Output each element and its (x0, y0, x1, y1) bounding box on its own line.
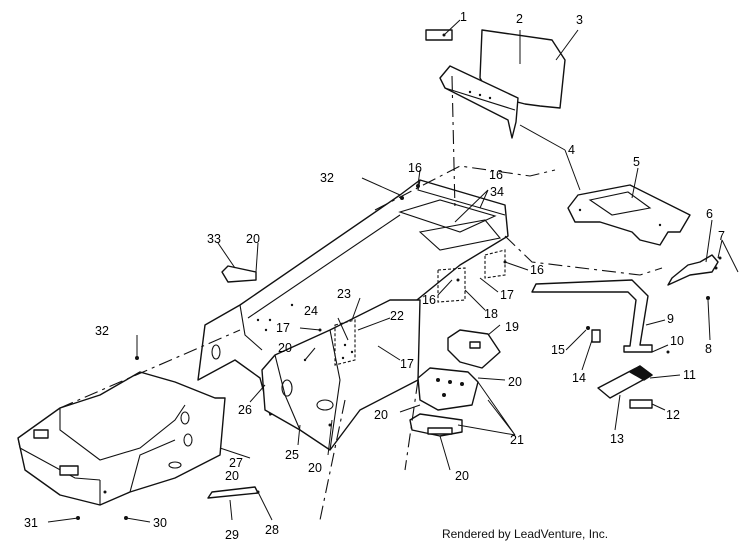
plate-part-1 (425, 29, 453, 41)
callout-17-b: 17 (276, 321, 290, 335)
callout-28: 28 (265, 523, 279, 537)
clip-part-12 (629, 399, 653, 409)
callout-3: 3 (576, 13, 583, 27)
callout-16-b: 16 (530, 263, 544, 277)
pedal-plate-part-20 (417, 367, 479, 411)
hardware-part-7-8 (706, 256, 722, 300)
callout-6: 6 (706, 207, 713, 221)
callout-32-a: 32 (320, 171, 334, 185)
callout-20-d: 20 (374, 408, 388, 422)
callout-20-a: 20 (246, 232, 260, 246)
callout-19: 19 (505, 320, 519, 334)
callout-8: 8 (705, 342, 712, 356)
callout-20-c: 20 (508, 375, 522, 389)
left-frame-part-27 (17, 371, 226, 506)
callout-10: 10 (670, 334, 684, 348)
callout-20-f: 20 (308, 461, 322, 475)
callout-23: 23 (337, 287, 351, 301)
callout-24: 24 (304, 304, 318, 318)
callout-2: 2 (516, 12, 523, 26)
callout-33: 33 (207, 232, 221, 246)
weight-part-13 (597, 365, 653, 399)
bracket-part-21 (409, 413, 463, 437)
plate-part-33 (221, 265, 257, 283)
callout-1: 1 (460, 10, 467, 24)
callout-31: 31 (24, 516, 38, 530)
callout-21: 21 (510, 433, 524, 447)
callout-12: 12 (666, 408, 680, 422)
callout-20-b: 20 (278, 341, 292, 355)
callout-5: 5 (633, 155, 640, 169)
strap-part-29 (207, 486, 259, 499)
seat-pan-part-5 (567, 184, 691, 246)
callout-16-d: 16 (489, 168, 503, 182)
callout-17-c: 17 (400, 357, 414, 371)
callout-11: 11 (683, 368, 696, 382)
leader-lines (47, 19, 739, 523)
frame-center-dashed-section (334, 249, 506, 366)
bracket-part-19 (447, 329, 501, 369)
callout-29: 29 (225, 528, 239, 542)
callout-27: 27 (229, 456, 243, 470)
callout-30: 30 (153, 516, 167, 530)
bracket-part-4 (439, 65, 519, 139)
callout-34: 34 (490, 185, 504, 199)
callout-32-b: 32 (95, 324, 109, 338)
callout-9: 9 (667, 312, 674, 326)
hardware-dots (76, 33, 670, 520)
credit-text: Rendered by LeadVenture, Inc. (0, 527, 750, 541)
callout-16-c: 16 (422, 293, 436, 307)
bolt-part-14-15 (586, 326, 601, 343)
callout-14: 14 (572, 371, 586, 385)
credit-label: Rendered by LeadVenture, Inc. (441, 527, 609, 541)
callout-15: 15 (551, 343, 565, 357)
callout-18: 18 (484, 307, 498, 321)
callout-4: 4 (568, 143, 575, 157)
callout-20-e: 20 (455, 469, 469, 483)
callout-7: 7 (718, 229, 725, 243)
callout-17-a: 17 (500, 288, 514, 302)
callout-20-g: 20 (225, 469, 239, 483)
callout-13: 13 (610, 432, 624, 446)
bracket-part-6 (667, 254, 719, 286)
callout-22: 22 (390, 309, 404, 323)
callout-numbers: 1 2 3 4 5 6 7 8 9 10 11 12 13 14 15 16 1… (24, 10, 725, 542)
callout-16-a: 16 (408, 161, 422, 175)
callout-25: 25 (285, 448, 299, 462)
callout-26: 26 (238, 403, 252, 417)
